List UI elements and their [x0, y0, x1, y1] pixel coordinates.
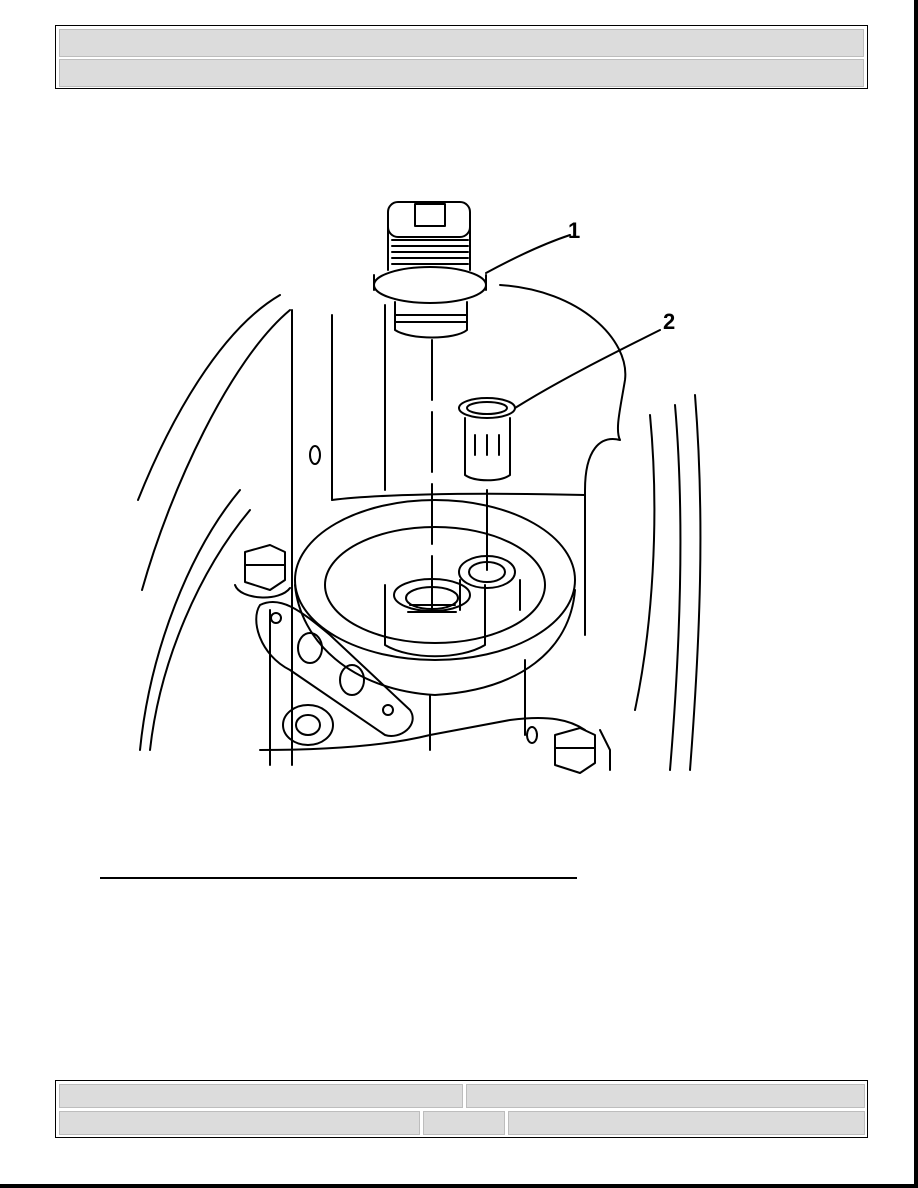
footer-cell-2c — [508, 1111, 865, 1135]
footer-table — [55, 1080, 868, 1138]
callout-2: 2 — [663, 309, 676, 334]
footer-cell-1a — [59, 1084, 463, 1108]
footer-cell-2a — [59, 1111, 420, 1135]
oil-filter-adapter-illustration — [130, 190, 710, 790]
callout-1: 1 — [568, 218, 581, 243]
header-row-2 — [59, 59, 864, 87]
footer-cell-2b — [423, 1111, 505, 1135]
header-table — [55, 25, 868, 89]
footer-cell-1b — [466, 1084, 865, 1108]
header-row-1 — [59, 29, 864, 57]
divider-line — [100, 877, 577, 879]
